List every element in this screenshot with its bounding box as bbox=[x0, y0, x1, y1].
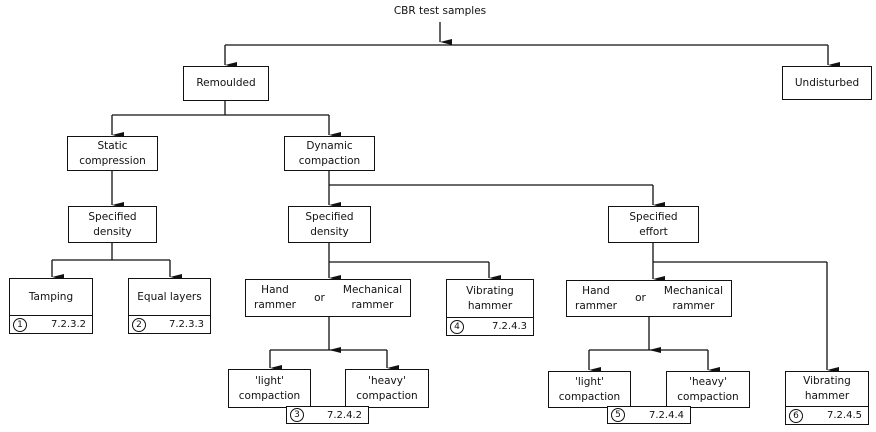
node-label: 'light' bbox=[254, 374, 285, 387]
node-undisturbed: Undisturbed bbox=[782, 66, 872, 100]
circled-number: 6 bbox=[789, 408, 803, 423]
circled-number: 2 bbox=[132, 317, 146, 332]
node-label: compaction bbox=[298, 154, 361, 167]
node-remoulded: Remoulded bbox=[183, 66, 269, 101]
node-label: 'heavy' bbox=[368, 374, 406, 387]
node-label: 'light' bbox=[574, 375, 605, 388]
node-label: rammer bbox=[254, 299, 296, 311]
node-dynamic-compaction: Dynamic compaction bbox=[284, 136, 375, 171]
node-label: rammer bbox=[672, 299, 715, 312]
node-label: Hand bbox=[582, 284, 610, 297]
clause-reference-effort-compaction: 5 7.2.4.4 bbox=[607, 406, 691, 424]
node-label: Specified bbox=[629, 210, 678, 223]
node-label: Static bbox=[97, 139, 128, 152]
node-label: hammer bbox=[467, 299, 513, 312]
circled-number: 4 bbox=[450, 319, 464, 334]
node-specified-density-static: Specified density bbox=[68, 206, 157, 243]
node-label: Vibrating bbox=[466, 284, 514, 297]
node-label: compaction bbox=[356, 389, 418, 402]
node-heavy-compaction-density: 'heavy' compaction bbox=[345, 369, 429, 408]
clause-reference: 2 7.2.3.3 bbox=[129, 315, 210, 333]
node-rammer-effort: Hand rammer or Mechanical rammer bbox=[566, 280, 732, 317]
node-label: Hand bbox=[261, 284, 289, 296]
node-rammer-density: Hand rammer or Mechanical rammer bbox=[245, 279, 411, 317]
node-label: Vibrating bbox=[803, 375, 851, 387]
node-equal-layers: Equal layers 2 7.2.3.3 bbox=[128, 278, 211, 334]
clause-reference: 6 7.2.4.5 bbox=[786, 406, 868, 424]
node-label: Specified bbox=[88, 210, 137, 223]
node-label: Mechanical bbox=[663, 284, 723, 297]
node-tamping: Tamping 1 7.2.3.2 bbox=[9, 278, 93, 334]
clause-number: 7.2.3.3 bbox=[169, 319, 204, 330]
node-light-compaction-effort: 'light' compaction bbox=[548, 371, 631, 408]
clause-number: 7.2.4.4 bbox=[649, 409, 684, 421]
node-label: compaction bbox=[677, 390, 739, 403]
node-heavy-compaction-effort: 'heavy' compaction bbox=[666, 371, 750, 408]
node-label: Mechanical bbox=[342, 284, 402, 296]
clause-number: 7.2.4.2 bbox=[327, 409, 362, 421]
node-label: compression bbox=[79, 154, 146, 167]
clause-number: 7.2.4.3 bbox=[492, 321, 527, 332]
node-label: Remoulded bbox=[196, 77, 256, 89]
node-light-compaction-density: 'light' compaction bbox=[228, 369, 311, 408]
circled-number: 5 bbox=[611, 408, 625, 422]
clause-reference: 1 7.2.3.2 bbox=[10, 315, 92, 333]
node-label: rammer bbox=[575, 299, 617, 312]
node-label: hammer bbox=[804, 390, 850, 402]
or-label: or bbox=[314, 291, 325, 304]
node-static-compression: Static compression bbox=[67, 136, 158, 171]
node-label: effort bbox=[639, 225, 668, 238]
node-specified-density-dynamic: Specified density bbox=[288, 206, 371, 243]
node-label: compaction bbox=[238, 389, 301, 402]
circled-number: 1 bbox=[13, 317, 27, 332]
node-label: Specified bbox=[305, 210, 354, 223]
node-label: density bbox=[93, 225, 132, 238]
clause-number: 7.2.3.2 bbox=[51, 319, 86, 330]
node-label: Dynamic bbox=[306, 139, 353, 152]
node-specified-effort: Specified effort bbox=[608, 206, 699, 243]
clause-reference: 4 7.2.4.3 bbox=[447, 317, 533, 335]
node-label: density bbox=[310, 225, 349, 238]
node-label: Undisturbed bbox=[794, 76, 860, 89]
node-label: 'heavy' bbox=[689, 375, 727, 388]
clause-number: 7.2.4.5 bbox=[827, 410, 862, 421]
node-label: Tamping bbox=[28, 290, 74, 303]
clause-reference-density-compaction: 3 7.2.4.2 bbox=[286, 406, 369, 424]
node-label: rammer bbox=[351, 299, 394, 311]
node-label: Equal layers bbox=[137, 290, 202, 303]
node-label: compaction bbox=[558, 390, 621, 403]
or-label: or bbox=[635, 292, 646, 304]
diagram-title: CBR test samples bbox=[393, 5, 487, 17]
circled-number: 3 bbox=[290, 408, 304, 422]
